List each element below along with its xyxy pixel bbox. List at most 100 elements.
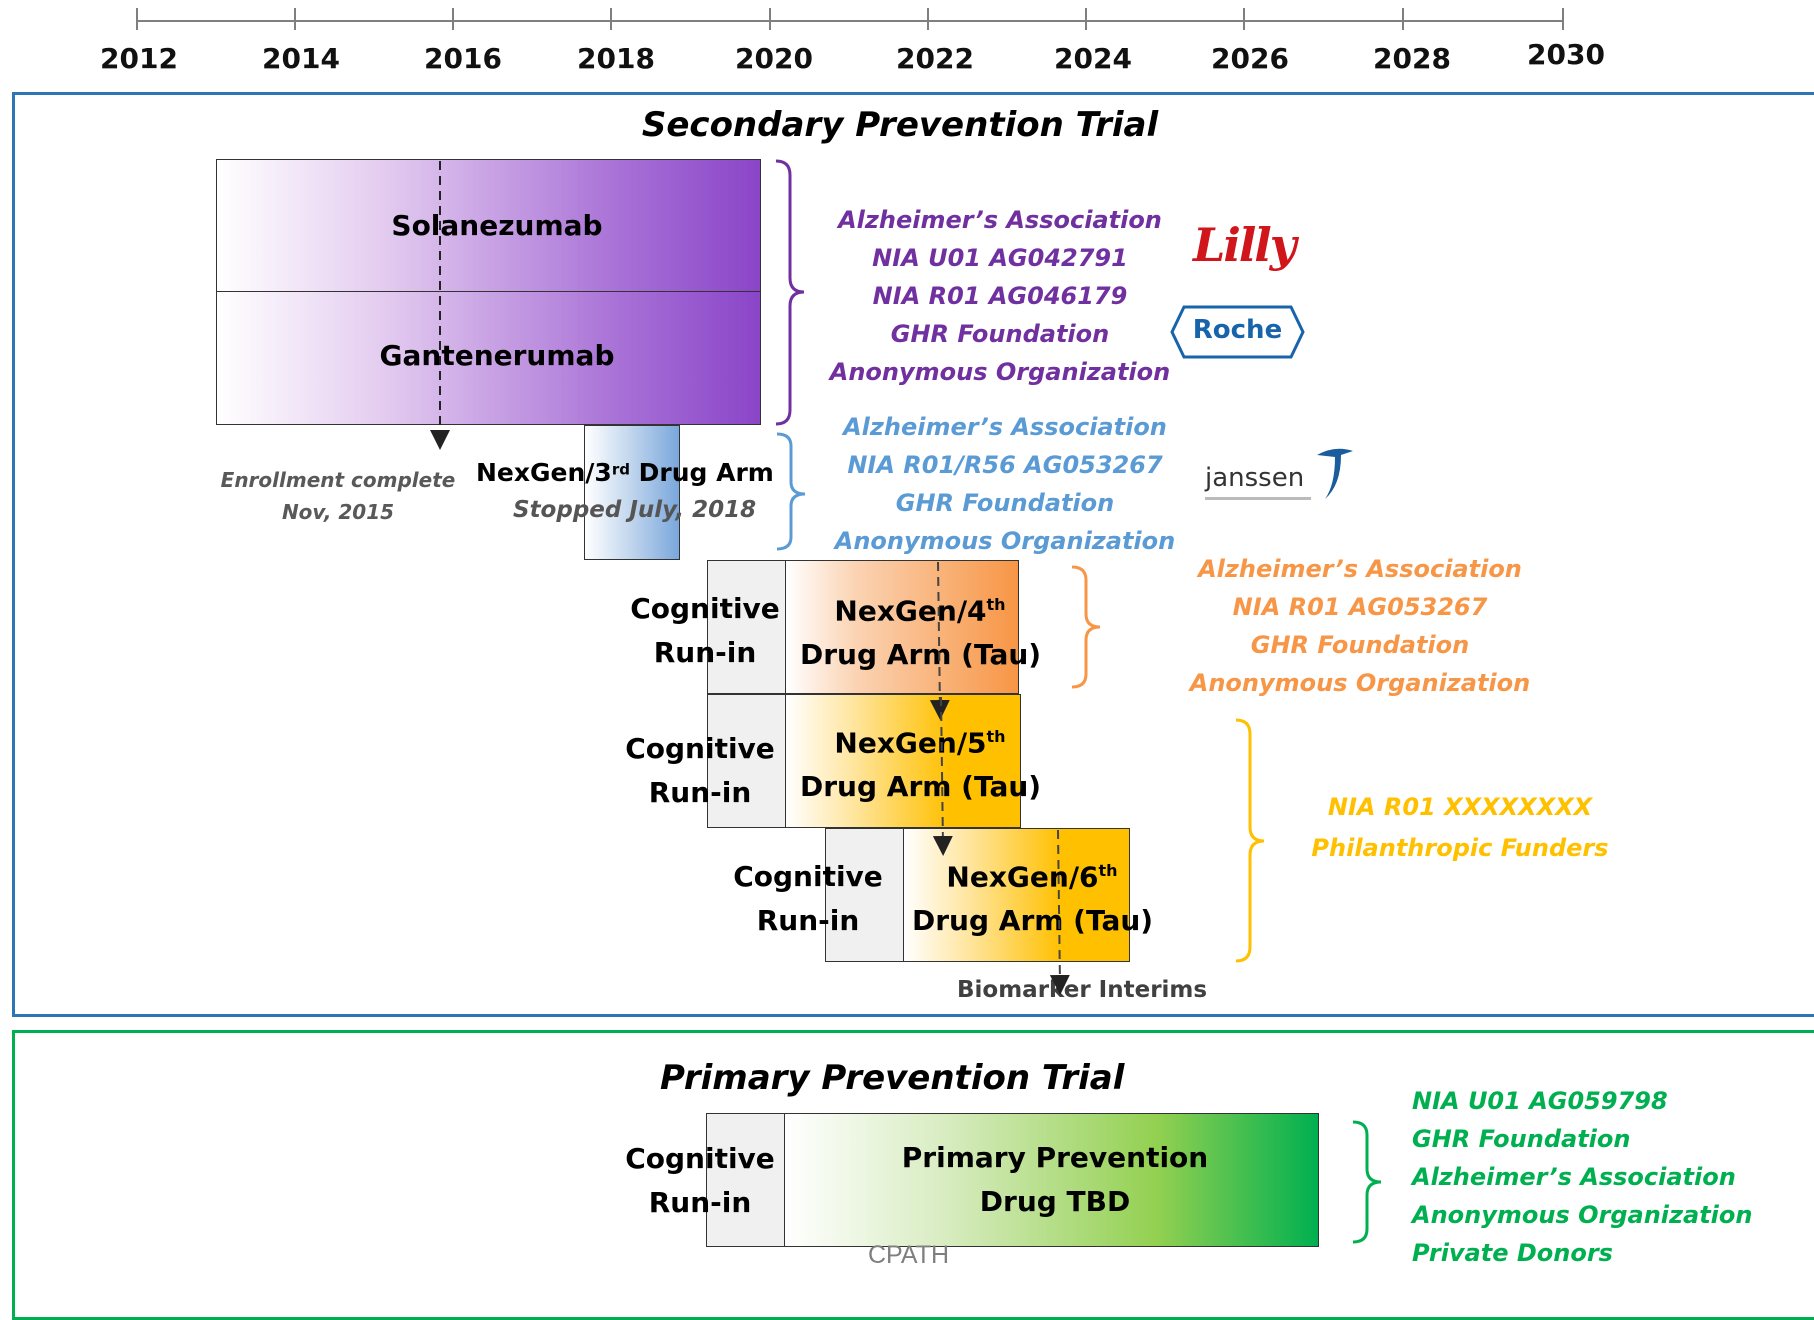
funder-item: NIA R01 XXXXXXXX	[1327, 793, 1593, 821]
year-label: 2024	[1054, 42, 1132, 75]
roche-hexagon-icon	[1170, 305, 1305, 359]
timeline-axis	[136, 8, 1564, 30]
funder-item: Alzheimer’s Association	[1198, 555, 1522, 583]
nexgen4-label: NexGen/4th Drug Arm (Tau)	[800, 583, 1042, 677]
roche-text: Roche	[1192, 315, 1283, 345]
nexgen3-suffix: Drug Arm	[629, 458, 774, 487]
year-label: 2022	[896, 42, 974, 75]
year-label: 2020	[735, 42, 813, 75]
funder-list-orange: Alzheimer’s Association NIA R01 AG053267…	[1160, 550, 1560, 702]
nexgen5-box	[785, 694, 1021, 828]
enrollment-line1: Enrollment complete	[220, 468, 456, 492]
funder-item: Anonymous Organization	[829, 358, 1171, 386]
run-in-label-1: Cognitive Run-in	[600, 587, 810, 675]
bracket-blue	[776, 432, 806, 551]
funder-list-purple: Alzheimer’s Association NIA U01 AG042791…	[790, 201, 1210, 391]
funder-item: Anonymous Organization	[834, 527, 1176, 555]
funder-item: GHR Foundation	[895, 489, 1115, 517]
funder-list-gold: NIA R01 XXXXXXXX Philanthropic Funders	[1290, 787, 1630, 869]
nexgen3-bar	[584, 425, 680, 560]
gantenerumab-label: Gantenerumab	[379, 339, 615, 372]
lilly-logo: Lilly	[1193, 218, 1296, 272]
bracket-orange	[1071, 565, 1101, 689]
nexgen5-sup: th	[986, 727, 1006, 746]
funder-item: GHR Foundation	[1250, 631, 1470, 659]
year-label: 2012	[100, 42, 178, 75]
nexgen3-text: NexGen/3	[476, 458, 612, 487]
nexgen3-sup: rd	[611, 460, 630, 479]
connector-overlay	[430, 159, 1382, 1244]
funder-item: NIA R01 AG046179	[872, 282, 1128, 310]
primary-drug-line2: Drug TBD	[979, 1185, 1131, 1218]
funder-item: Philanthropic Funders	[1311, 834, 1609, 862]
funder-item: Alzheimer’s Association	[843, 413, 1167, 441]
janssen-text: janssen	[1205, 463, 1305, 493]
primary-drug-box	[784, 1113, 1319, 1247]
nexgen6-label: NexGen/6th Drug Arm (Tau)	[912, 849, 1154, 943]
interim-arrow-2	[932, 696, 953, 856]
secondary-trial-title: Secondary Prevention Trial	[641, 105, 1159, 145]
primary-trial-title: Primary Prevention Trial	[660, 1058, 1125, 1098]
run-in-line1: Cognitive	[625, 1142, 775, 1175]
solanezumab-label: Solanezumab	[391, 209, 603, 242]
year-label: 2028	[1373, 42, 1451, 75]
gantenerumab-box: Gantenerumab	[216, 291, 761, 425]
run-in-line1: Cognitive	[625, 732, 775, 765]
bracket-purple	[775, 159, 805, 426]
nexgen3-label: NexGen/3rd Drug Arm	[476, 458, 774, 487]
funder-item: NIA U01 AG059798	[1412, 1087, 1668, 1115]
janssen-swoosh-icon	[1317, 448, 1353, 499]
run-in-line2: Run-in	[648, 776, 752, 809]
secondary-prevention-panel	[12, 92, 1814, 1017]
funder-item: Alzheimer’s Association	[1412, 1163, 1736, 1191]
run-in-label-3: Cognitive Run-in	[703, 855, 913, 943]
year-label: 2016	[424, 42, 502, 75]
cognitive-run-in-box	[825, 828, 905, 962]
primary-run-in-label: Cognitive Run-in	[595, 1137, 805, 1225]
funder-item: NIA U01 AG042791	[872, 244, 1128, 272]
year-label: 2026	[1211, 42, 1289, 75]
nexgen5-line1: NexGen/5	[834, 726, 987, 760]
funder-item: Alzheimer’s Association	[838, 206, 1162, 234]
run-in-line2: Run-in	[653, 636, 757, 669]
funder-item: NIA R01 AG053267	[1232, 593, 1488, 621]
cpath-footer-label: CPATH	[868, 1241, 950, 1269]
nexgen6-sup: th	[1098, 861, 1118, 880]
primary-drug-label: Primary Prevention Drug TBD	[870, 1136, 1240, 1224]
year-label: 2030	[1527, 38, 1605, 71]
funder-item: Private Donors	[1412, 1239, 1613, 1267]
cognitive-run-in-box	[706, 1113, 786, 1247]
funder-item: GHR Foundation	[1412, 1125, 1631, 1153]
run-in-line2: Run-in	[756, 904, 860, 937]
run-in-line1: Cognitive	[630, 592, 780, 625]
cognitive-run-in-box	[707, 694, 787, 828]
enrollment-line2: Nov, 2015	[281, 500, 395, 524]
roche-logo: Roche	[1170, 305, 1305, 359]
funder-item: Anonymous Organization	[1189, 669, 1531, 697]
funder-item: NIA R01/R56 AG053267	[847, 451, 1163, 479]
funder-list-green: NIA U01 AG059798 GHR Foundation Alzheime…	[1412, 1082, 1812, 1272]
run-in-line1: Cognitive	[733, 860, 883, 893]
interim-arrow-1	[929, 561, 950, 720]
nexgen6-line2: Drug Arm (Tau)	[912, 904, 1154, 938]
solanezumab-box: Solanezumab	[216, 159, 761, 293]
nexgen4-line1: NexGen/4	[834, 594, 987, 628]
run-in-label-2: Cognitive Run-in	[595, 727, 805, 815]
primary-drug-line1: Primary Prevention	[901, 1141, 1209, 1174]
year-label: 2018	[577, 42, 655, 75]
nexgen5-line2: Drug Arm (Tau)	[800, 770, 1042, 804]
funder-item: GHR Foundation	[890, 320, 1110, 348]
run-in-line2: Run-in	[648, 1186, 752, 1219]
nexgen4-sup: th	[986, 595, 1006, 614]
funder-item: Anonymous Organization	[1412, 1201, 1753, 1229]
bracket-green	[1352, 1120, 1382, 1244]
nexgen6-line1: NexGen/6	[946, 860, 1099, 894]
biomarker-interims-label: Biomarker Interims	[957, 977, 1208, 1003]
nexgen4-box	[785, 560, 1019, 694]
nexgen5-label: NexGen/5th Drug Arm (Tau)	[800, 715, 1042, 809]
nexgen4-line2: Drug Arm (Tau)	[800, 638, 1042, 672]
janssen-tagline-rule	[1205, 497, 1311, 500]
enrollment-note: Enrollment complete Nov, 2015	[208, 464, 468, 528]
bracket-gold	[1235, 718, 1265, 963]
interim-arrow-3	[1049, 829, 1070, 995]
